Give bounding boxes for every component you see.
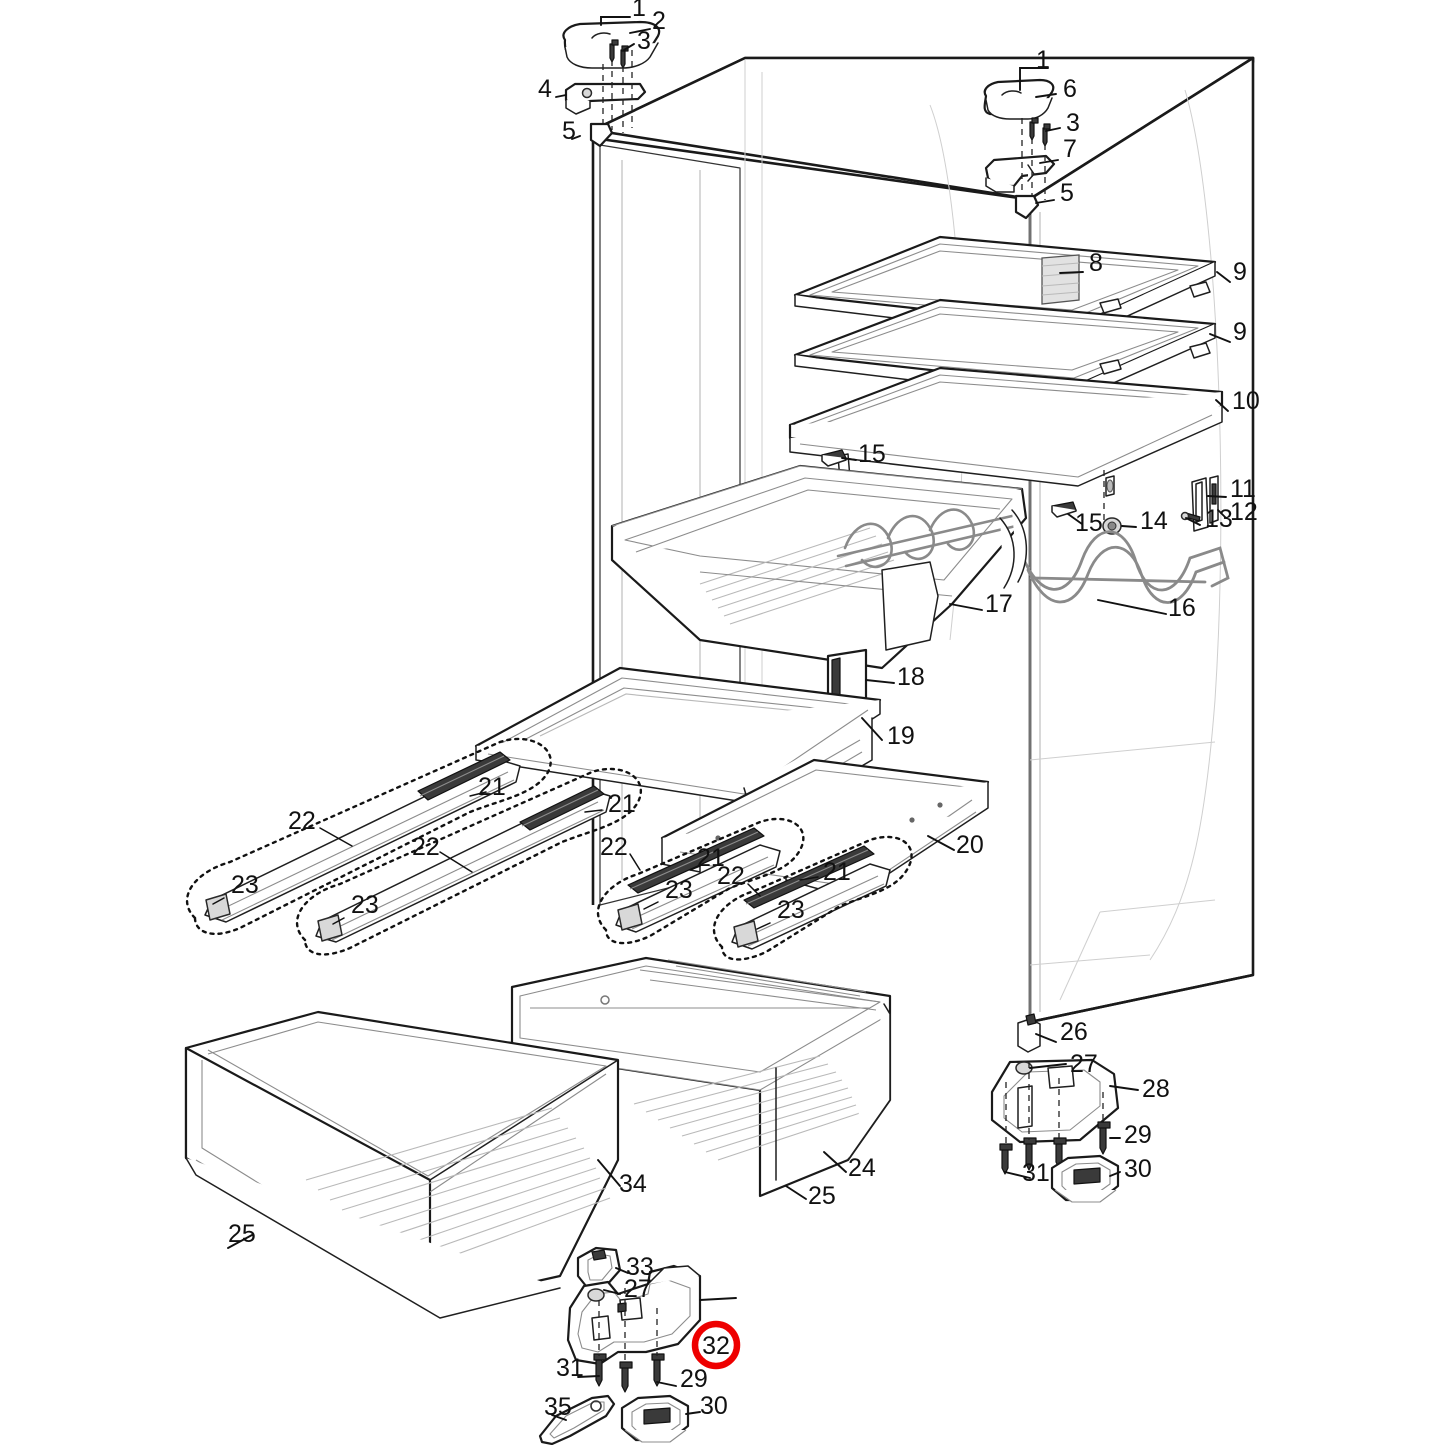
part-callout-4: 4 bbox=[538, 75, 552, 103]
part-callout-22: 22 bbox=[412, 833, 440, 861]
part-callout-25: 25 bbox=[808, 1182, 836, 1210]
highlight-marker-32: 32 bbox=[691, 1320, 741, 1370]
part-callout-22: 22 bbox=[288, 807, 316, 835]
bin-34-ribs bbox=[305, 1107, 611, 1271]
highlight-circle bbox=[691, 1320, 741, 1370]
part-callout-29: 29 bbox=[1124, 1121, 1152, 1149]
lower-storage-bins bbox=[184, 956, 892, 1319]
part-callout-33: 33 bbox=[626, 1253, 654, 1281]
part-callout-9: 9 bbox=[1233, 318, 1247, 346]
bin-24-ribs bbox=[633, 1055, 861, 1161]
part-callout-15: 15 bbox=[858, 440, 886, 468]
part-callout-25: 25 bbox=[228, 1220, 256, 1248]
left-bottom-hinge-assembly bbox=[538, 1246, 737, 1445]
part-callout-1: 1 bbox=[1036, 46, 1050, 74]
part-callout-21: 21 bbox=[608, 790, 636, 818]
part-callout-7: 7 bbox=[1063, 135, 1077, 163]
part-callout-9: 9 bbox=[1233, 258, 1247, 286]
top-right-hinge-assembly bbox=[983, 67, 1061, 220]
part-callout-24: 24 bbox=[848, 1154, 876, 1182]
part-callout-21: 21 bbox=[697, 844, 725, 872]
part-callout-23: 23 bbox=[777, 896, 805, 924]
part-callout-28: 28 bbox=[1142, 1075, 1170, 1103]
part-callout-13: 13 bbox=[1205, 505, 1233, 533]
part-callout-21: 21 bbox=[823, 858, 851, 886]
sliding-shelf-rail-assembly bbox=[185, 666, 990, 961]
part-callout-19: 19 bbox=[887, 722, 915, 750]
shelf-support-hardware bbox=[821, 449, 1227, 535]
part-callout-23: 23 bbox=[351, 891, 379, 919]
part-callout-15: 15 bbox=[1075, 509, 1103, 537]
part-callout-1: 1 bbox=[632, 0, 646, 22]
part-callout-31: 31 bbox=[1022, 1159, 1050, 1187]
highlight-callout-label: 32 bbox=[702, 1332, 730, 1360]
part-callout-30: 30 bbox=[700, 1392, 728, 1420]
part-callout-3: 3 bbox=[637, 27, 651, 55]
part-callout-12: 12 bbox=[1230, 498, 1258, 526]
part-callout-10: 10 bbox=[1232, 387, 1260, 415]
part-callout-27: 27 bbox=[1070, 1050, 1098, 1078]
part-callout-3: 3 bbox=[1066, 109, 1080, 137]
part-callout-16: 16 bbox=[1168, 594, 1196, 622]
part-callout-17: 17 bbox=[985, 590, 1013, 618]
part-callout-27: 27 bbox=[624, 1275, 652, 1303]
part-callout-20: 20 bbox=[956, 831, 984, 859]
part-callout-23: 23 bbox=[665, 876, 693, 904]
part-callout-29: 29 bbox=[680, 1365, 708, 1393]
part-callout-5: 5 bbox=[1060, 179, 1074, 207]
crisper-drawer-assembly bbox=[610, 464, 1230, 708]
part-callout-11: 11 bbox=[1230, 475, 1256, 503]
part-callout-22: 22 bbox=[717, 862, 745, 890]
part-callout-22: 22 bbox=[600, 833, 628, 861]
part-callout-30: 30 bbox=[1124, 1155, 1152, 1183]
part-callout-6: 6 bbox=[1063, 75, 1077, 103]
part-callout-18: 18 bbox=[897, 663, 925, 691]
shelf-assembly bbox=[788, 235, 1231, 497]
part-callout-31: 31 bbox=[556, 1354, 584, 1382]
shelf-upper-2 bbox=[793, 298, 1217, 401]
part-callout-14: 14 bbox=[1140, 507, 1168, 535]
top-left-hinge-assembly bbox=[555, 16, 661, 148]
part-callout-35: 35 bbox=[544, 1393, 572, 1421]
part-callout-5: 5 bbox=[562, 117, 576, 145]
part-callout-8: 8 bbox=[1089, 249, 1103, 277]
wire-bottle-rack-16 bbox=[1020, 530, 1230, 604]
rail-assembly-right-inner bbox=[712, 835, 913, 961]
rail-assembly-left-outer bbox=[185, 737, 552, 935]
shelf-lower-10 bbox=[788, 366, 1224, 497]
right-bottom-hinge-assembly bbox=[990, 1013, 1139, 1203]
part-callout-23: 23 bbox=[231, 871, 259, 899]
part-callout-21: 21 bbox=[478, 773, 506, 801]
rail-assembly-right-outer bbox=[596, 817, 805, 945]
part-callout-26: 26 bbox=[1060, 1018, 1088, 1046]
wire-rack-17 bbox=[836, 508, 1018, 569]
part-callout-34: 34 bbox=[619, 1170, 647, 1198]
part-callout-2: 2 bbox=[652, 7, 666, 35]
